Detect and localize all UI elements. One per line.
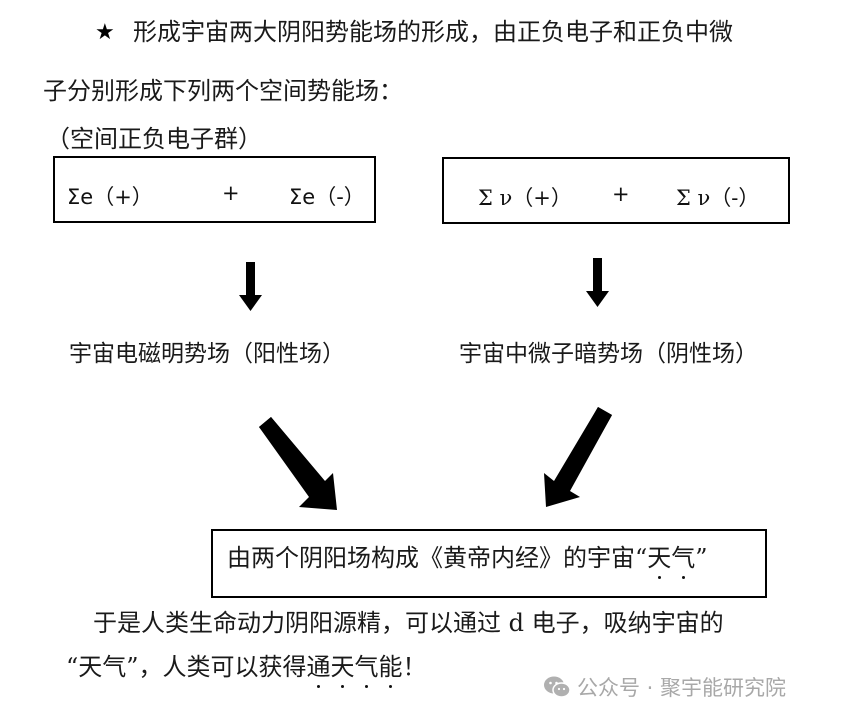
emphasis-char-qi-2: 气 (354, 653, 379, 688)
conclusion-line-2-suffix: ！ (402, 653, 427, 681)
conclusion-line-2-prefix: “天气”，人类可以获得 (66, 653, 307, 681)
watermark: 公众号 · 聚宇能研究院 (543, 672, 786, 702)
electron-sum-box (53, 156, 376, 223)
right-down-arrow-icon (586, 258, 609, 307)
emphasis-char-tian-2: 天 (330, 653, 355, 688)
emphasis-char-neng: 能 (378, 653, 403, 688)
intro-subheading: （空间正负电子群） (46, 125, 262, 153)
electron-positive-term: Σe（+） (67, 185, 153, 209)
conclusion-line-1: 于是人类生命动力阴阳源精，可以通过 d 电子，吸纳宇宙的 (93, 609, 724, 637)
emphasis-char-tian: 天 (647, 544, 672, 579)
intro-line-2: 子分别形成下列两个空间势能场： (43, 77, 403, 105)
huangdi-neijing-statement: 由两个阴阳场构成《黄帝内经》的宇宙“天气” (227, 544, 708, 579)
neutrino-sum-box (442, 157, 790, 224)
intro-line-1: 形成宇宙两大阴阳势能场的形成，由正负电子和正负中微 (133, 18, 733, 46)
conclusion-line-2: “天气”，人类可以获得通天气能！ (66, 653, 427, 688)
down-left-arrow-icon (544, 407, 612, 507)
statement-prefix: 由两个阴阳场构成《黄帝内经》的宇宙“ (227, 544, 648, 572)
emphasis-char-tong: 通 (306, 653, 331, 688)
wechat-icon (544, 676, 571, 698)
down-right-arrow-icon (259, 417, 337, 510)
electron-negative-term: Σe（-） (289, 185, 365, 209)
neutrino-negative-term: Σ ν（-） (676, 186, 760, 210)
neutrino-plus-operator: + (612, 182, 630, 206)
huangdi-neijing-box (211, 529, 767, 598)
emphasis-char-qi: 气 (671, 544, 696, 579)
neutrino-yin-field-label: 宇宙中微子暗势场（阴性场） (459, 341, 758, 367)
statement-suffix: ” (695, 544, 708, 572)
left-down-arrow-icon (239, 262, 262, 311)
neutrino-positive-term: Σ ν（+） (478, 186, 572, 210)
electromagnetic-yang-field-label: 宇宙电磁明势场（阳性场） (69, 341, 345, 367)
electron-plus-operator: + (222, 181, 240, 205)
watermark-text: 公众号 · 聚宇能研究院 (577, 676, 787, 700)
star-bullet-icon: ★ (95, 20, 115, 45)
